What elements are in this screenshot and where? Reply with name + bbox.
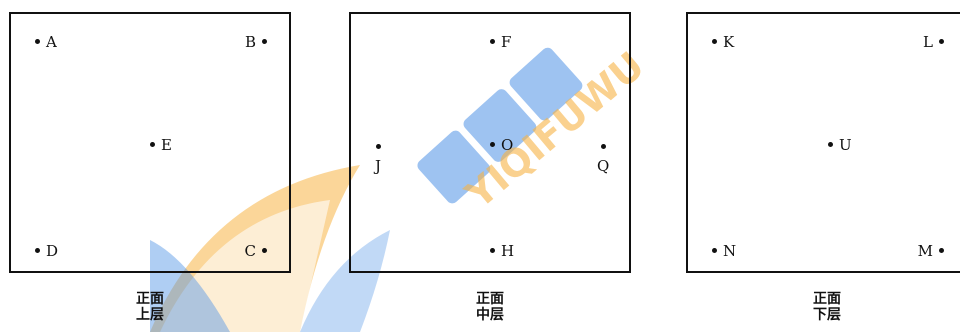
point-j: J: [373, 140, 383, 174]
point-label: B: [244, 33, 256, 51]
point-b: B: [245, 35, 267, 50]
point-k: K: [712, 35, 734, 50]
point-label: L: [923, 33, 933, 51]
point-d: D: [35, 244, 58, 259]
point-l: L: [923, 35, 944, 50]
point-label: D: [46, 242, 59, 260]
caption-line1: 正面: [136, 291, 164, 307]
point-label: U: [839, 136, 852, 154]
caption-line2: 上层: [136, 307, 164, 323]
panel-upper: A B E D C: [9, 12, 291, 273]
point-n: N: [712, 244, 736, 259]
point-q: Q: [597, 140, 609, 174]
point-marker: [35, 38, 40, 44]
point-marker: [150, 141, 155, 147]
point-e: E: [150, 138, 172, 153]
point-a: A: [35, 35, 57, 50]
point-label: E: [161, 136, 172, 154]
point-label: N: [723, 242, 737, 260]
point-marker: [712, 38, 717, 44]
point-marker: [600, 143, 606, 149]
point-c: C: [245, 244, 267, 259]
caption-line2: 中层: [476, 307, 504, 323]
point-label: J: [374, 157, 381, 175]
caption-line1: 正面: [476, 291, 504, 307]
point-marker: [939, 38, 944, 44]
panel-lower: K L U N M: [686, 12, 960, 273]
point-label: M: [917, 242, 933, 260]
caption-line2: 下层: [813, 307, 841, 323]
point-marker: [262, 247, 267, 253]
point-marker: [490, 38, 495, 44]
caption-middle: 正面 中层: [460, 291, 520, 323]
point-marker: [490, 141, 495, 147]
point-marker: [35, 247, 40, 253]
caption-lower: 正面 下层: [797, 291, 857, 323]
point-label: A: [46, 33, 57, 51]
point-marker: [712, 247, 717, 253]
point-label: H: [501, 242, 515, 260]
point-o: O: [490, 138, 513, 153]
point-label: O: [501, 136, 514, 154]
point-label: Q: [597, 157, 610, 175]
point-h: H: [490, 244, 514, 259]
point-marker: [490, 247, 495, 253]
caption-line1: 正面: [813, 291, 841, 307]
point-label: F: [501, 33, 512, 51]
point-label: K: [723, 33, 735, 51]
point-m: M: [918, 244, 944, 259]
point-marker: [375, 143, 381, 149]
panel-middle: F J O Q H: [349, 12, 631, 273]
point-marker: [939, 247, 944, 253]
caption-upper: 正面 上层: [120, 291, 180, 323]
point-u: U: [828, 138, 852, 153]
point-marker: [262, 38, 267, 44]
point-label: C: [244, 242, 256, 260]
point-marker: [828, 141, 833, 147]
point-f: F: [490, 35, 511, 50]
